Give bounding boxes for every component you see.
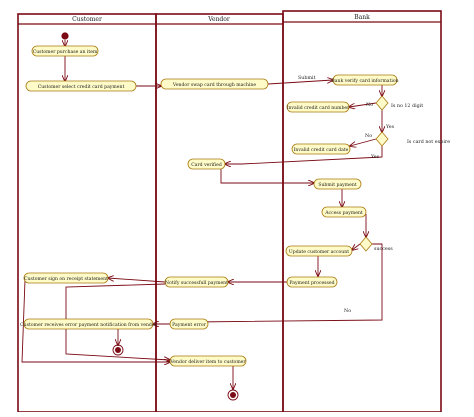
end-node-success-ring xyxy=(227,389,239,401)
action-label: Invalid credit card number xyxy=(287,105,350,111)
label-yes-1: Yes xyxy=(385,124,395,130)
decision-success xyxy=(359,236,373,252)
action-card-verified: Card verified xyxy=(187,158,226,170)
edge-labels: Submit No Is no 12 digit Yes No Is card … xyxy=(298,75,450,314)
edge-decision3-to-update xyxy=(352,243,361,250)
action-label: Customer select credit card payment xyxy=(38,84,125,90)
decision-not-expire xyxy=(375,131,389,147)
edge-decision2-to-invalid-date xyxy=(350,138,377,146)
action-access-payment: Access payment xyxy=(321,206,367,218)
action-label: Submit payment xyxy=(318,182,356,188)
lane-title-bank: Bank xyxy=(354,14,370,21)
action-label: Payment error xyxy=(172,322,206,328)
label-no-2: No xyxy=(365,133,372,139)
action-notify-success: Notify successfull payment xyxy=(164,276,229,288)
decision-12-digit xyxy=(375,95,389,111)
label-yes-2: Yes xyxy=(370,154,380,160)
lane-vendor xyxy=(155,13,284,413)
label-is-card-not-expire: Is card not expire xyxy=(407,139,450,145)
action-label: Customer sign on receipt statement xyxy=(24,276,108,282)
action-label: Payment processed xyxy=(289,280,334,286)
edge-decision1-to-invalid-number xyxy=(349,102,377,107)
action-payment-processed: Payment processed xyxy=(286,276,338,288)
label-is-no-12-digit: Is no 12 digit xyxy=(391,103,423,109)
action-update-account: Update customer account xyxy=(285,245,353,257)
label-no-1: No xyxy=(366,102,373,108)
action-label: Customer receives error payment notifica… xyxy=(20,322,157,328)
action-verify: Bank verify card information xyxy=(331,74,399,86)
end-node-success-dot xyxy=(230,392,236,398)
action-purchase: Customer purchase an item xyxy=(31,45,99,57)
lane-title-vendor: Vendor xyxy=(207,16,230,23)
action-label: Customer purchase an item xyxy=(33,49,98,55)
action-label: Notify successfull payment xyxy=(165,280,228,286)
decision-nodes xyxy=(359,95,389,252)
action-label: Vendor swap card through machine xyxy=(172,82,256,88)
action-label: Access payment xyxy=(324,210,363,216)
action-swap-card: Vendor swap card through machine xyxy=(160,78,269,90)
action-label: Update customer account xyxy=(289,249,349,255)
edge-swap-to-verify xyxy=(267,80,333,85)
start-node xyxy=(61,32,69,40)
edge-decision3-to-payment-error xyxy=(194,243,383,322)
action-label: Card verified xyxy=(191,162,222,168)
action-nodes: Customer purchase an item Customer selec… xyxy=(20,45,399,367)
label-success: success xyxy=(374,247,393,252)
edge-decision2-to-card-verified xyxy=(225,146,383,164)
action-deliver-item: Vendor deliver item to customer xyxy=(169,355,247,367)
action-invalid-number: Invalid credit card number xyxy=(286,101,350,113)
action-label: Vendor deliver item to customer xyxy=(169,359,246,365)
action-payment-error: Payment error xyxy=(169,318,209,330)
label-submit: Submit xyxy=(298,75,316,81)
action-receive-error: Customer receives error payment notifica… xyxy=(20,318,158,330)
edge-notify-to-sign xyxy=(108,278,166,283)
action-submit-payment: Submit payment xyxy=(313,178,362,190)
edge-card-verified-to-submit xyxy=(220,169,314,183)
end-node-error-dot xyxy=(115,347,121,353)
lane-customer xyxy=(17,13,157,413)
lane-title-customer: Customer xyxy=(72,16,102,23)
control-nodes xyxy=(61,32,239,401)
edge-sign-to-deliver xyxy=(21,279,170,362)
action-label: Bank verify card information xyxy=(331,78,398,84)
end-node-error-ring xyxy=(112,344,124,356)
action-sign-receipt: Customer sign on receipt statement xyxy=(23,272,109,284)
swimlanes: Customer Vendor Bank xyxy=(17,10,442,413)
action-label: Invalid credit card date xyxy=(294,147,349,153)
action-select-card: Customer select credit card payment xyxy=(25,80,137,92)
action-invalid-date: Invalid credit card date xyxy=(291,143,351,155)
label-no-3: No xyxy=(344,308,351,314)
